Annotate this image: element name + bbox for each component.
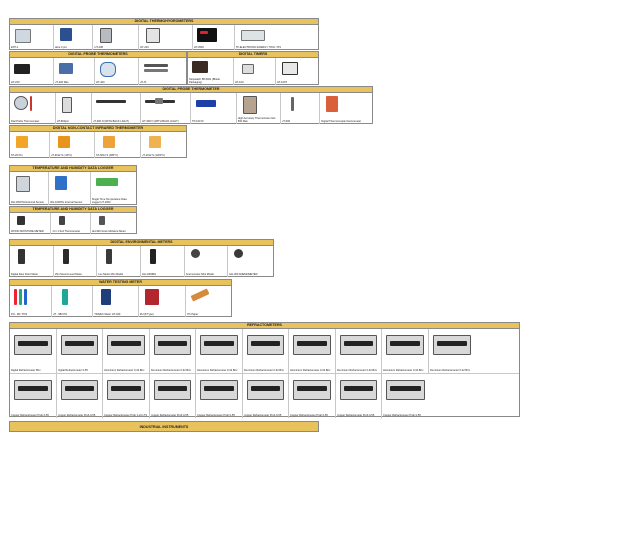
product-cell[interactable]: Anemometer Mini Model	[185, 246, 229, 277]
product-cell[interactable]: TP-ELECTRONIC EXERGY TOOL TP1	[235, 25, 318, 50]
section-digital-timers: DIGITAL TIMERS Stopwatch 88-5461 (Bliste…	[187, 51, 319, 85]
product-cell[interactable]: TDS/EC Meter HT-320	[93, 286, 139, 317]
product-cell[interactable]: Copper Refractometer Prob 0-55	[57, 374, 103, 418]
product-cell[interactable]: HT-300	[281, 93, 321, 124]
product-cell[interactable]: PH (8 Type)	[139, 286, 187, 317]
section-title: DIGITAL PROBE THERMOMETERS	[10, 52, 186, 58]
product-cell[interactable]: Copper Refractometer Prob 0-55	[336, 374, 382, 418]
product-cell[interactable]: HT-100	[234, 58, 276, 85]
product-cell[interactable]: Aluminium Refractometer 0-32 Brix	[243, 329, 289, 373]
product-cell[interactable]: HT-300 N (WITH BACK LIGHT)	[92, 93, 142, 124]
product-cell[interactable]: Copper Refractometer Prob 1-10 LTS	[103, 374, 150, 418]
product-cell[interactable]: Aluminium Refractometer 0-32 Brix	[103, 329, 150, 373]
product-cell[interactable]: Single Time Temperature Data Logger HT-1…	[91, 172, 136, 205]
product-cell[interactable]: RH-1000TH Internal Sensor	[49, 172, 91, 205]
section-title: REFRACTOMETERS	[10, 323, 519, 329]
product-cell[interactable]: RH-1000TH External Sensor	[10, 172, 50, 205]
product-cell[interactable]: Aluminium Refractometer 0-32 Brix	[382, 329, 429, 373]
product-cell[interactable]: Aluminium Refractometer 0-32 Brix	[150, 329, 196, 373]
product-cell[interactable]: Digital Refractometer Brix	[10, 329, 57, 373]
product-cell[interactable]: Stopwatch 88-5461 (Blister Packaging)	[188, 58, 234, 85]
product-cell[interactable]: HT-3012 S (-30°C)	[50, 132, 96, 158]
product-cell[interactable]: HT-800pro	[56, 93, 92, 124]
product-cell[interactable]: TP-100 M	[191, 93, 237, 124]
section-title: DIGITAL TIMERS	[188, 52, 318, 58]
product-cell[interactable]: HH-300 Grain Moisture Meter	[91, 213, 136, 234]
product-cell[interactable]: HT-420	[95, 58, 139, 85]
section-data-logger-2: TEMPERATURE AND HUMIDITY DATA LOGGER WOO…	[9, 206, 137, 234]
section-data-logger-1: TEMPERATURE AND HUMIDITY DATA LOGGER RH-…	[9, 165, 137, 205]
product-cell[interactable]: HT-3536	[193, 25, 235, 50]
product-cell[interactable]: PH - 98 / TDS	[10, 286, 52, 317]
section-title: WATER TESTING METER	[10, 280, 231, 286]
product-cell[interactable]: Ph Paper	[186, 286, 231, 317]
product-cell[interactable]: Lux Meter Mini Model	[97, 246, 142, 277]
product-cell[interactable]: HT-210	[139, 25, 193, 50]
product-cell[interactable]: Aluminium Refractometer 0-32 Brix	[336, 329, 382, 373]
product-cell[interactable]: HT-300 N (WITH BACK LIGHT)	[141, 93, 191, 124]
product-cell[interactable]: Copper Refractometer Prob 0-55	[196, 374, 243, 418]
product-cell[interactable]: HT-208	[93, 25, 140, 50]
section-title: TEMPERATURE AND HUMIDITY DATA LOGGER	[10, 207, 136, 213]
product-cell[interactable]: High Accuracy Thermometer HH-500 Max	[237, 93, 281, 124]
product-cell[interactable]: 1 In 1 Soil Thermometer	[51, 213, 91, 234]
section-title: DIGITAL NON-CONTACT INFRARED THERMOMETER	[10, 126, 186, 132]
product-cell[interactable]: Copper Refractometer Prob 0-55	[382, 374, 429, 418]
section-water-testing: WATER TESTING METER PH - 98 / TDS HT - 9…	[9, 279, 232, 317]
product-cell[interactable]: Dial Probe Thermometer	[10, 93, 56, 124]
section-environmental-meters: DIGITAL ENVIRONMENTAL METERS Digital Dew…	[9, 239, 274, 277]
product-cell[interactable]: Digital Refractometer 0-55	[57, 329, 103, 373]
section-probe-thermometers: DIGITAL PROBE THERMOMETERS HT-220 HT-230…	[9, 51, 187, 85]
product-cell[interactable]: Aluminium Refractometer 0-32 Brix	[289, 329, 336, 373]
product-cell[interactable]: ETP-1	[10, 25, 54, 50]
product-cell[interactable]: Aluminium Refractometer 0-32 Brix	[429, 329, 476, 373]
product-cell[interactable]: HH-300 ANEMOMETER	[228, 246, 273, 277]
product-cell[interactable]: Copper Refractometer Prob 0-55	[243, 374, 289, 418]
section-refractometers: REFRACTOMETERS Digital Refractometer Bri…	[9, 322, 520, 418]
product-cell[interactable]: Digital Thermocouple thermometer	[320, 93, 372, 124]
section-title: DIGITAL PROBE THERMOMETER	[10, 87, 372, 93]
section-title: DIGITAL ENVIRONMENTAL METERS	[10, 240, 273, 246]
product-cell[interactable]: HT-71	[139, 58, 186, 85]
product-cell[interactable]: HT-230 Max	[54, 58, 96, 85]
product-cell[interactable]: Copper Refractometer Prob 0-55	[150, 374, 196, 418]
section-probe-thermometer: DIGITAL PROBE THERMOMETER Dial Probe The…	[9, 86, 373, 124]
section-thermohygrometers: DIGITAL THERMOHYGROMETERS ETP-1 Here 3 p…	[9, 18, 319, 50]
product-cell[interactable]: HT-220	[10, 58, 54, 85]
section-industrial-instruments: INDUSTRIAL INSTRUMENTS	[9, 421, 319, 432]
product-cell[interactable]: ST-20 Pro	[10, 132, 50, 158]
product-cell[interactable]: Copper Refractometer Prob 0-55	[289, 374, 336, 418]
product-cell[interactable]: Digital Dew Point Meter	[10, 246, 54, 277]
product-cell[interactable]: Aluminium Refractometer 0-32 Brix	[196, 329, 243, 373]
section-infrared-thermometer: DIGITAL NON-CONTACT INFRARED THERMOMETER…	[9, 125, 187, 158]
product-cell[interactable]: HT-1012 S (1200°C)	[141, 132, 186, 158]
product-cell[interactable]: HH-1000RH	[141, 246, 185, 277]
product-cell[interactable]: Mini Sound Level Meter	[54, 246, 98, 277]
product-cell[interactable]: ST-6012 S (380°C)	[95, 132, 141, 158]
product-cell[interactable]: WOOD MOISTURE METER	[10, 213, 52, 234]
product-cell[interactable]: HT - 980 PH	[52, 286, 94, 317]
product-cell[interactable]: HT-100T	[276, 58, 318, 85]
product-cell[interactable]: Copper Refractometer Prob 0-55	[10, 374, 57, 418]
product-cell[interactable]: Here 3 pro	[54, 25, 94, 50]
section-title: DIGITAL THERMOHYGROMETERS	[10, 19, 318, 25]
section-title: TEMPERATURE AND HUMIDITY DATA LOGGER	[10, 166, 136, 172]
